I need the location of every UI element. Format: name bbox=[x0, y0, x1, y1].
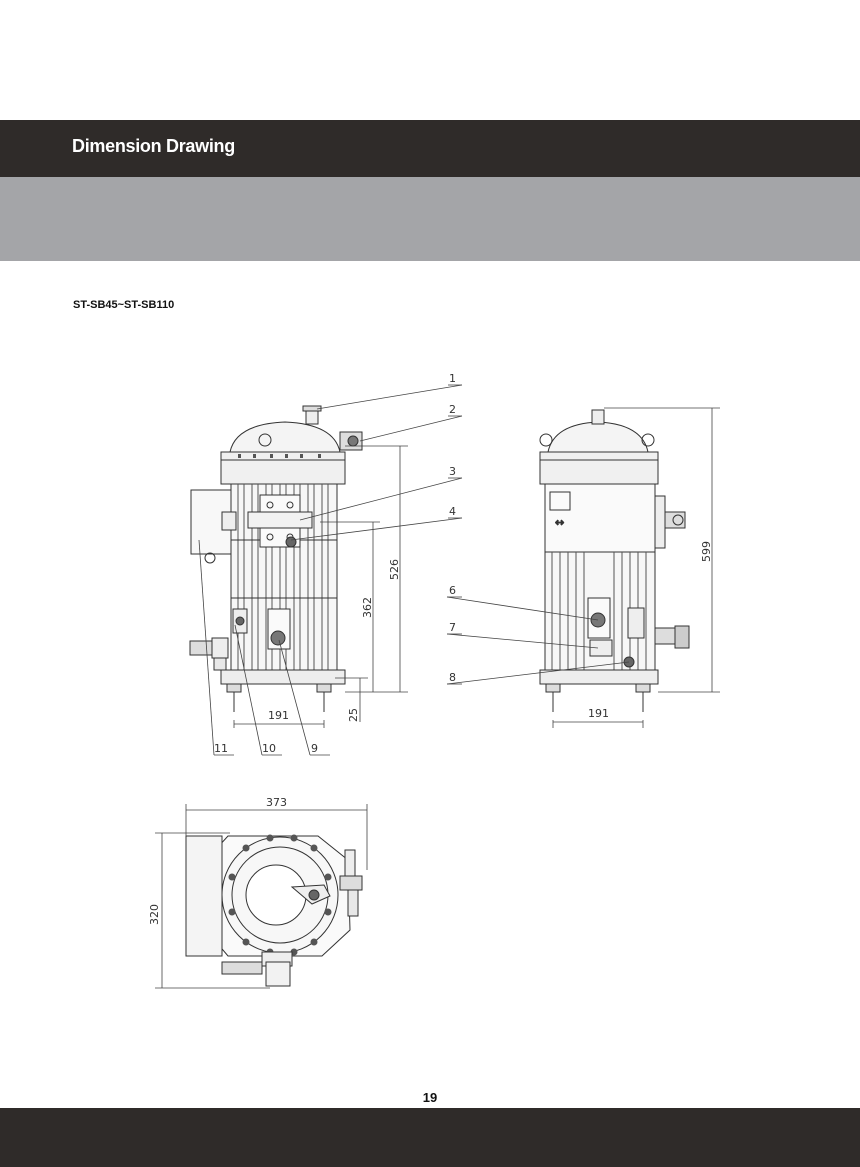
dim-top-width: 373 bbox=[266, 796, 287, 809]
dim-front-height-total: 526 bbox=[388, 559, 401, 580]
dim-top-depth: 320 bbox=[148, 904, 161, 925]
dimension-labels: 191 526 362 25 191 599 373 320 bbox=[148, 541, 713, 925]
side-view: ↔ bbox=[539, 409, 690, 712]
callout-4: 4 bbox=[449, 505, 456, 518]
side-dimension-lines bbox=[446, 407, 720, 728]
front-dimension-lines bbox=[198, 384, 463, 756]
header-band bbox=[0, 120, 860, 177]
top-view bbox=[185, 834, 363, 987]
dim-front-foot: 25 bbox=[347, 708, 360, 722]
callout-2: 2 bbox=[449, 403, 456, 416]
footer-band bbox=[0, 1108, 860, 1167]
page-number: 19 bbox=[422, 1090, 438, 1105]
dim-front-height-mid: 362 bbox=[361, 597, 374, 618]
callout-labels: 1 2 3 4 6 7 8 9 10 11 bbox=[214, 372, 456, 755]
callout-7: 7 bbox=[449, 621, 456, 634]
callout-1: 1 bbox=[449, 372, 456, 385]
callout-11: 11 bbox=[214, 742, 228, 755]
subheader-band bbox=[0, 177, 860, 261]
callout-8: 8 bbox=[449, 671, 456, 684]
callout-3: 3 bbox=[449, 465, 456, 478]
dim-side-width: 191 bbox=[588, 707, 609, 720]
callout-9: 9 bbox=[311, 742, 318, 755]
top-dimension-lines bbox=[155, 804, 368, 989]
page-title: Dimension Drawing bbox=[72, 136, 235, 156]
callout-6: 6 bbox=[449, 584, 456, 597]
dim-front-width: 191 bbox=[268, 709, 289, 722]
callout-10: 10 bbox=[262, 742, 276, 755]
model-label: ST-SB45~ST-SB110 bbox=[73, 299, 175, 311]
svg-text:↔: ↔ bbox=[555, 516, 564, 529]
dim-side-height: 599 bbox=[700, 541, 713, 562]
